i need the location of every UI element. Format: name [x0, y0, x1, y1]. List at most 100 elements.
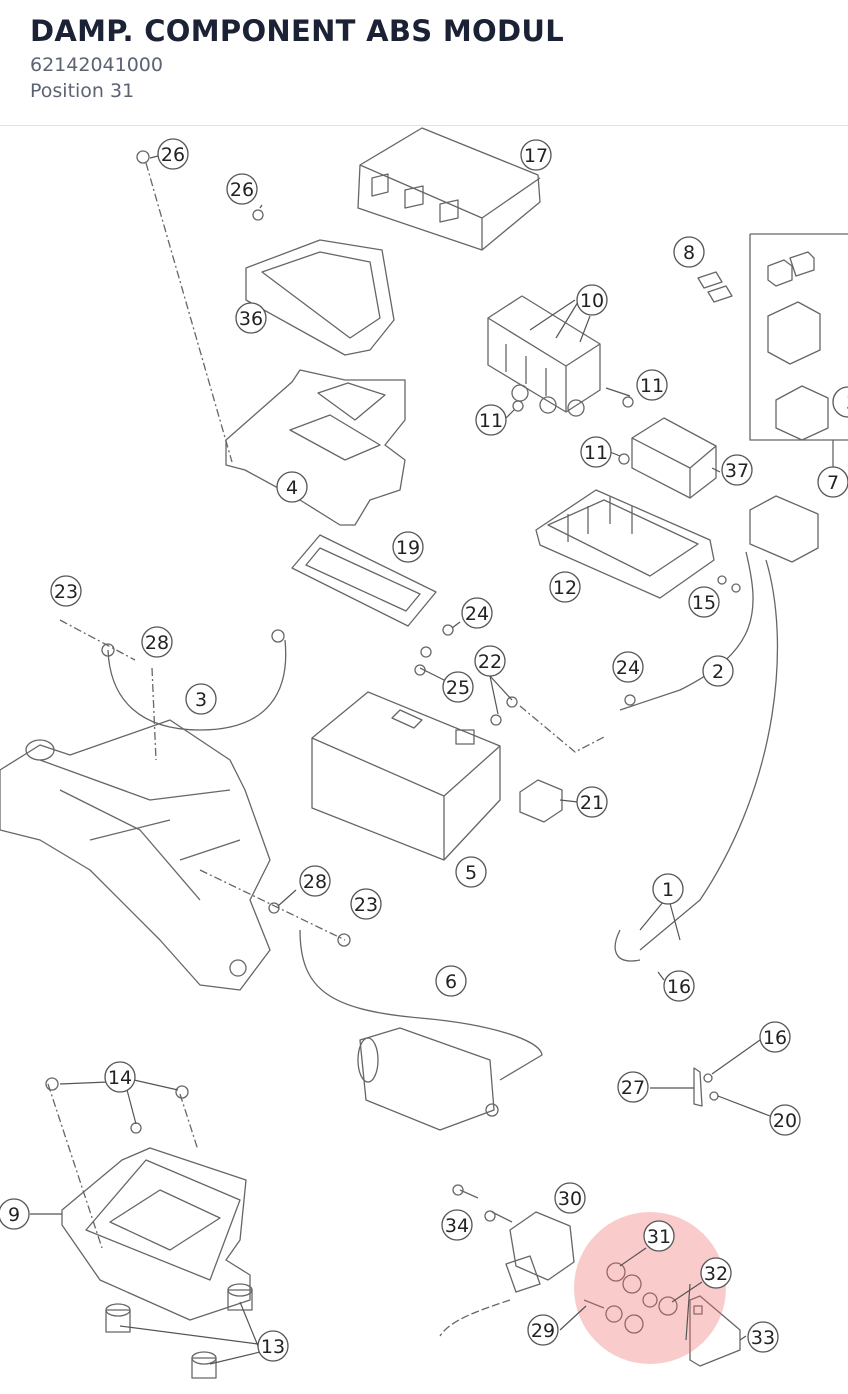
callout-28: 28: [299, 865, 331, 897]
callout-number: 27: [621, 1077, 645, 1099]
callout-circle: [141, 626, 173, 658]
callout-number: 37: [725, 460, 749, 482]
callout-circle: [759, 1021, 791, 1053]
position-highlight: [574, 1212, 726, 1364]
callout-36: 36: [235, 302, 267, 334]
callout-circle: [50, 575, 82, 607]
callout-number: 9: [8, 1204, 20, 1226]
callout-number: 30: [558, 1188, 582, 1210]
callout-circle: [817, 466, 848, 498]
callout-37: 37: [721, 454, 753, 486]
callout-number: 11: [640, 375, 664, 397]
callout-number: 3: [846, 392, 848, 414]
callout-circle: [257, 1330, 289, 1362]
callout-11: 11: [475, 404, 507, 436]
callout-circle: [832, 386, 848, 418]
callout-12: 12: [549, 571, 581, 603]
callout-circle: [461, 597, 493, 629]
callout-8: 8: [673, 236, 705, 268]
callout-17: 17: [520, 139, 552, 171]
callout-circle: [580, 436, 612, 468]
callout-circle: [276, 471, 308, 503]
callout-number: 12: [553, 577, 577, 599]
part-number: 62142041000: [30, 54, 163, 76]
callout-5: 5: [455, 856, 487, 888]
callout-33: 33: [747, 1321, 779, 1353]
callout-number: 19: [396, 537, 420, 559]
callout-number: 17: [524, 145, 548, 167]
callout-number: 23: [54, 581, 78, 603]
callout-circle: [435, 965, 467, 997]
callout-circle: [769, 1104, 801, 1136]
callout-number: 28: [145, 632, 169, 654]
callout-circle: [549, 571, 581, 603]
callout-34: 34: [441, 1209, 473, 1241]
callout-partial: 3: [832, 386, 848, 418]
callout-26: 26: [226, 173, 258, 205]
callout-23: 23: [50, 575, 82, 607]
callout-circle: [455, 856, 487, 888]
callout-11: 11: [636, 369, 668, 401]
callout-16: 16: [663, 970, 695, 1002]
callout-number: 10: [580, 290, 604, 312]
callout-24: 24: [461, 597, 493, 629]
callout-14: 14: [104, 1061, 136, 1093]
callout-number: 11: [584, 442, 608, 464]
callout-number: 16: [763, 1027, 787, 1049]
callout-circle: [576, 284, 608, 316]
callout-number: 14: [108, 1067, 132, 1089]
callout-number: 6: [445, 971, 457, 993]
callout-number: 25: [446, 677, 470, 699]
callout-23: 23: [350, 888, 382, 920]
callout-circle: [721, 454, 753, 486]
callout-number: 1: [662, 879, 674, 901]
callout-circle: [299, 865, 331, 897]
leader-lines: [30, 155, 771, 1365]
callout-circle: [475, 404, 507, 436]
callout-11: 11: [580, 436, 612, 468]
callout-24: 24: [612, 651, 644, 683]
callout-25: 25: [442, 671, 474, 703]
callout-circle: [235, 302, 267, 334]
callout-number: 33: [751, 1327, 775, 1349]
callout-circle: [617, 1071, 649, 1103]
callout-3: 3: [185, 683, 217, 715]
callout-circle: [104, 1061, 136, 1093]
callout-number: 2: [712, 661, 724, 683]
callout-number: 7: [827, 472, 839, 494]
callout-number: 26: [230, 179, 254, 201]
callout-28: 28: [141, 626, 173, 658]
callout-4: 4: [276, 471, 308, 503]
callout-9: 9: [0, 1198, 30, 1230]
callout-20: 20: [769, 1104, 801, 1136]
callout-number: 34: [445, 1215, 469, 1237]
callout-1: 1: [652, 873, 684, 905]
callout-circle: [652, 873, 684, 905]
callout-16: 16: [759, 1021, 791, 1053]
callout-number: 4: [286, 477, 298, 499]
part-header: DAMP. COMPONENT ABS MODUL 62142041000 Po…: [0, 0, 848, 126]
callout-number: 31: [647, 1226, 671, 1248]
callout-circle: [673, 236, 705, 268]
callout-21: 21: [576, 786, 608, 818]
callout-number: 13: [261, 1336, 285, 1358]
callout-2: 2: [702, 655, 734, 687]
callout-number: 29: [531, 1320, 555, 1342]
callout-number: 28: [303, 871, 327, 893]
callout-circle: [0, 1198, 30, 1230]
callout-13: 13: [257, 1330, 289, 1362]
callout-circle: [520, 139, 552, 171]
part-drawings: [0, 127, 848, 1379]
callout-circle: [663, 970, 695, 1002]
callout-number: 21: [580, 792, 604, 814]
part-position: Position 31: [30, 80, 135, 102]
callout-number: 5: [465, 862, 477, 884]
callout-circle: [392, 531, 424, 563]
callout-circle: [636, 369, 668, 401]
callout-number: 36: [239, 308, 263, 330]
callout-circle: [226, 173, 258, 205]
callout-15: 15: [688, 586, 720, 618]
callout-circle: [157, 138, 189, 170]
callout-number: 16: [667, 976, 691, 998]
